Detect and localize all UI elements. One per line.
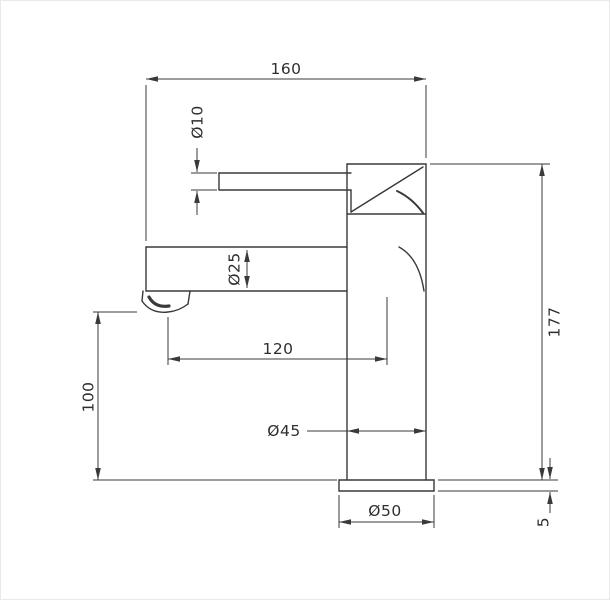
- dimension-spout-diameter: Ø25: [225, 250, 250, 288]
- dim-base-diameter-label: Ø50: [368, 502, 401, 520]
- dimension-handle-diameter: Ø10: [188, 105, 217, 215]
- dim-total-width-label: 160: [270, 60, 301, 78]
- faucet-base-flange: [338, 479, 435, 492]
- dim-base-thickness-label: 5: [534, 517, 552, 527]
- dim-spout-diameter-label: Ø25: [225, 252, 243, 285]
- faucet-handle-lever: [218, 172, 352, 191]
- faucet-aerator-outlet: [141, 290, 191, 313]
- dimension-base-diameter: Ø50: [338, 495, 435, 528]
- dimension-body-diameter: Ø45: [267, 422, 426, 440]
- faucet-spout: [145, 246, 348, 292]
- dimension-base-thickness: 5: [438, 458, 558, 527]
- dim-outlet-height-label: 100: [79, 381, 97, 412]
- dim-body-diameter-label: Ø45: [267, 422, 300, 440]
- dimension-body-height: 177: [430, 163, 563, 481]
- dim-body-height-label: 177: [545, 306, 563, 337]
- faucet-body-outline: [346, 163, 427, 481]
- dimension-spout-reach: 120: [167, 297, 388, 365]
- dim-handle-diameter-label: Ø10: [188, 105, 206, 138]
- dimension-total-width: 160: [145, 60, 427, 241]
- dimension-outlet-height: 100: [79, 311, 337, 481]
- dim-spout-reach-label: 120: [262, 340, 293, 358]
